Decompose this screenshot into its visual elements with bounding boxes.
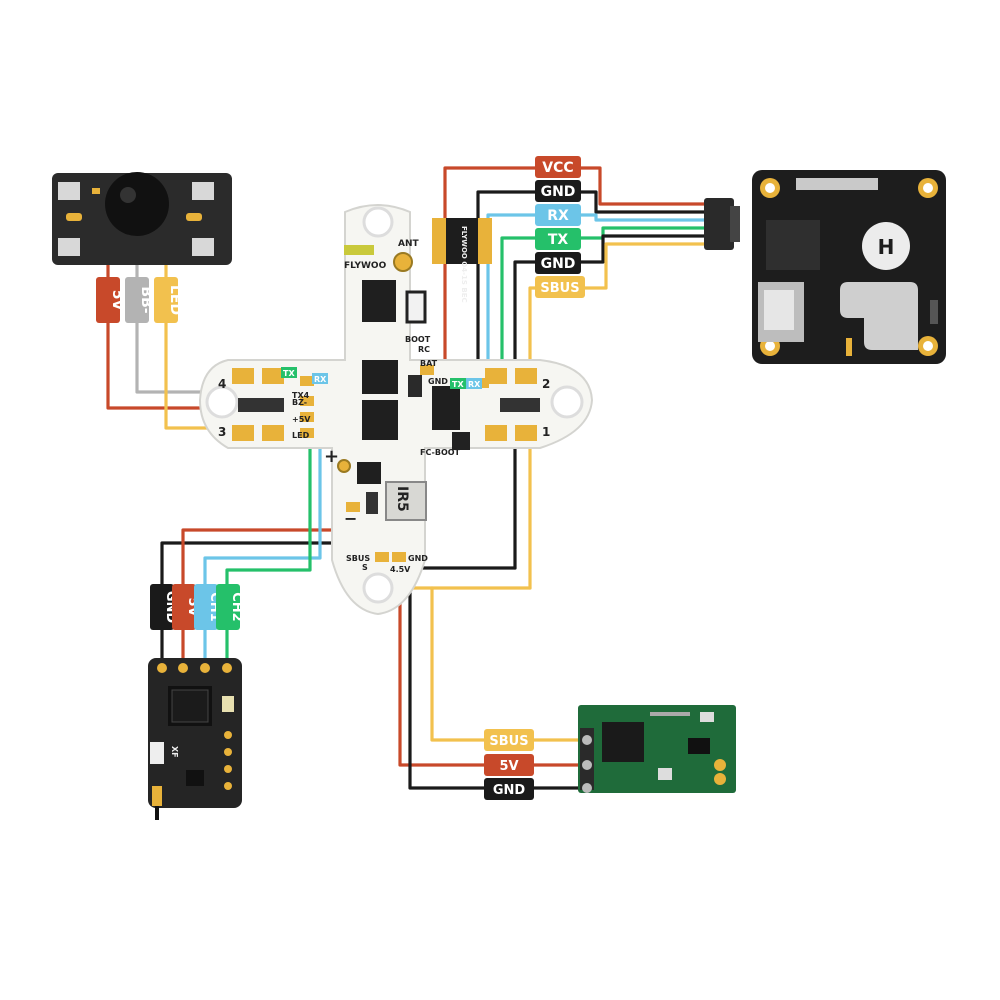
fc-ant-label: ANT <box>398 239 419 249</box>
fc-plus-label: + <box>324 446 339 467</box>
sbus-receiver-board <box>578 705 736 793</box>
sbus-receiver-labels: SBUS 5V GND <box>484 729 534 800</box>
label-vtx-sbus <box>535 276 585 298</box>
mount-hole-top <box>362 206 394 238</box>
fc-tx-right-label: TX <box>452 380 464 389</box>
fc-45v-label: 4.5V <box>390 565 411 574</box>
wire-bec-bat <box>428 260 447 364</box>
label-vtx-gnd-text: GND <box>541 184 576 200</box>
fc-rx-left-label: RX <box>314 375 327 384</box>
label-elrs-ch2-text: CH2 <box>229 592 244 621</box>
label-buzzer-led-text: LED <box>167 285 183 315</box>
buzzer-board <box>52 172 232 265</box>
jst-plug <box>704 198 740 250</box>
mount-hole-bottom <box>362 572 394 604</box>
label-elrs-ch1 <box>194 584 218 630</box>
wire-sbus-signal <box>430 586 582 742</box>
wire-vtx-gnd <box>476 190 707 234</box>
fc-motor-1-label: 1 <box>542 425 550 439</box>
mount-hole-left <box>205 385 239 419</box>
label-elrs-gnd <box>150 584 174 630</box>
label-sbus-signal <box>484 729 534 751</box>
wire-vtx-rx <box>486 213 707 397</box>
label-sbus-gnd <box>484 778 534 800</box>
label-vtx-gnd2-text: GND <box>541 256 576 272</box>
label-sbus-5v <box>484 754 534 776</box>
label-vtx-vcc <box>535 156 581 178</box>
label-vtx-tx-text: TX <box>548 232 569 248</box>
label-sbus-gnd-text: GND <box>493 783 526 798</box>
fc-bz-label: BZ- <box>292 398 307 407</box>
fc-bat-label: BAT <box>420 359 438 368</box>
label-buzzer-bb-text: BB- <box>138 286 154 313</box>
label-elrs-ch2 <box>216 584 240 630</box>
label-vtx-rx-text: RX <box>547 208 569 224</box>
fc-inductor-label: IR5 <box>394 486 410 512</box>
label-buzzer-5v <box>96 277 120 323</box>
elrs-receiver-labels: GND 5V CH1 CH2 <box>150 584 244 630</box>
bec-module: FLYWOO O4-1S BEC <box>432 218 492 303</box>
label-vtx-vcc-text: VCC <box>542 160 573 176</box>
fc-s-label: S <box>362 563 368 572</box>
fc-tx-left-label: TX <box>283 369 295 378</box>
label-vtx-rx <box>535 204 581 226</box>
label-vtx-sbus-text: SBUS <box>540 281 579 296</box>
fc-5v-label: +5V <box>292 415 311 424</box>
camera-logo: H <box>878 235 895 259</box>
wire-bec-gnd <box>440 260 480 374</box>
fc-tx4-label: TX4 <box>292 391 310 400</box>
fc-motor-2-label: 2 <box>542 377 550 391</box>
fc-rc-label: RC <box>418 345 430 354</box>
fc-brand: FLYWOO <box>344 261 387 271</box>
buzzer-labels: 5V BB- LED <box>96 277 183 323</box>
label-buzzer-bb <box>125 277 149 323</box>
fc-motor-4-label: 4 <box>218 377 226 391</box>
label-elrs-5v <box>172 584 196 630</box>
mount-hole-right <box>550 385 584 419</box>
fc-gnd-label: GND <box>428 377 448 386</box>
label-vtx-gnd <box>535 180 581 202</box>
fc-fcboot-label: FC-BOOT <box>420 448 461 457</box>
fc-minus-label: − <box>344 509 357 528</box>
label-sbus-5v-text: 5V <box>499 759 518 774</box>
elrs-silk: XF <box>170 746 179 758</box>
fc-gnd-bottom-label: GND <box>408 554 428 563</box>
fc-sbus-label: SBUS <box>346 554 370 563</box>
fc-silkscreen: FLYWOO ANT BOOT RC BAT GND TX4 BZ- +5V L… <box>218 239 550 574</box>
label-vtx-gnd2 <box>535 252 581 274</box>
camera-board: H <box>752 170 946 364</box>
fc-rx-right-label: RX <box>468 380 481 389</box>
flight-controller-board <box>198 204 594 616</box>
label-vtx-tx <box>535 228 581 250</box>
fc-motor-3-label: 3 <box>218 425 226 439</box>
label-buzzer-led <box>154 277 178 323</box>
label-buzzer-5v-text: 5V <box>109 290 125 311</box>
elrs-receiver-board: XF <box>148 658 242 820</box>
label-sbus-signal-text: SBUS <box>489 734 528 749</box>
wire-vtx-vcc <box>443 166 707 232</box>
fc-boot-label: BOOT <box>405 335 431 344</box>
fc-led-label: LED <box>292 431 310 440</box>
vtx-connector-labels: VCC GND RX TX GND SBUS <box>535 156 585 298</box>
bec-module-label: FLYWOO O4-1S BEC <box>460 226 468 303</box>
